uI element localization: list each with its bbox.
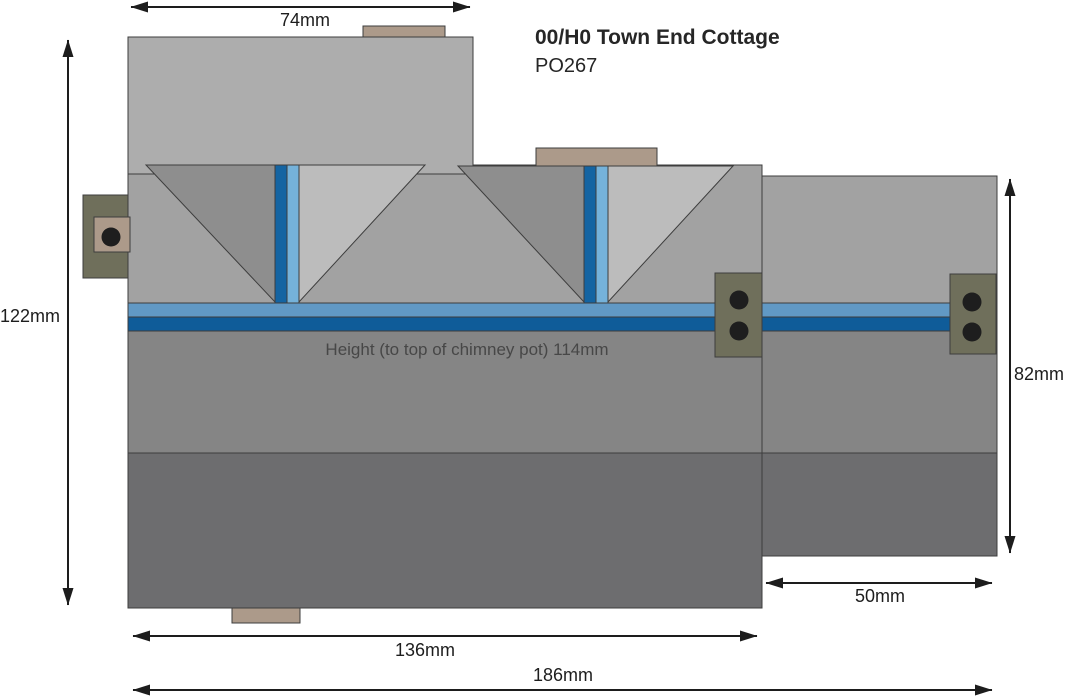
gable1-ridge-stripe-dark xyxy=(274,164,288,304)
dim-label-right-wing-depth: 82mm xyxy=(1014,364,1065,384)
chimney-pot-middle-1 xyxy=(729,290,749,310)
right-front-wall-band xyxy=(761,452,998,557)
main-front-wall-band xyxy=(127,452,763,609)
main-front-roof-slope xyxy=(127,330,763,454)
gable2-left-slope xyxy=(456,165,585,304)
dim-label-back-wing-width: 74mm xyxy=(279,10,330,30)
gable2-right-slope xyxy=(607,165,735,304)
product-code: PO267 xyxy=(535,55,598,77)
main-ridge-band-dark xyxy=(127,316,763,332)
chimney-cap-gable2 xyxy=(535,147,658,167)
height-annotation: Height (to top of chimney pot) 114mm xyxy=(325,340,609,359)
chimney-stack-right xyxy=(949,273,997,355)
gable2-ridge-stripe-light xyxy=(595,165,609,304)
product-title: 00/H0 Town End Cottage xyxy=(535,26,780,49)
dim-label-overall-depth: 122mm xyxy=(0,306,61,326)
chimney-pot-middle-2 xyxy=(729,321,749,341)
dim-label-right-wing-width: 50mm xyxy=(854,586,905,606)
back-wing-roof xyxy=(127,36,474,175)
gable1-ridge-stripe-light xyxy=(286,164,300,304)
chimney-cap-bottom-front xyxy=(231,607,301,624)
main-ridge-band-light xyxy=(127,302,763,318)
chimney-pot-right-2 xyxy=(962,322,982,342)
gable1-left-slope xyxy=(144,164,276,304)
dim-label-main-block-width: 136mm xyxy=(394,640,456,660)
gable2-ridge-stripe-dark xyxy=(583,165,597,304)
chimney-pot-left xyxy=(101,227,121,247)
chimney-pot-right-1 xyxy=(962,292,982,312)
gable1-right-slope xyxy=(298,164,427,304)
dim-label-overall-width: 186mm xyxy=(532,665,594,685)
chimney-cap-top-back xyxy=(362,25,446,38)
chimney-stack-middle xyxy=(714,272,763,358)
